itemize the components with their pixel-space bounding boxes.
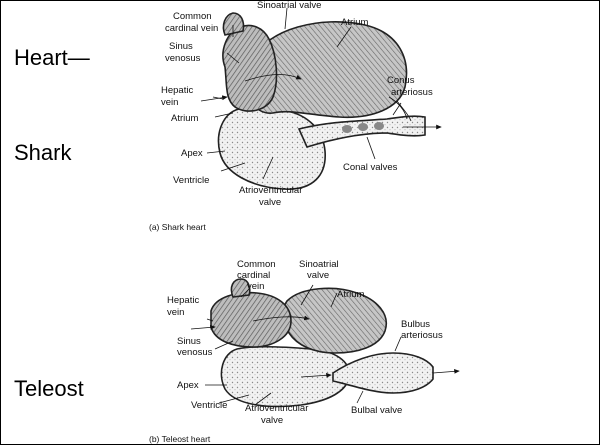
shark-hepatic-vein-label-2: vein: [161, 97, 178, 108]
shark-common-cardinal-vein-label-1: Common: [173, 11, 212, 22]
teleost-atrium-label: Atrium: [337, 289, 365, 300]
teleost-sinus-venosus-shape: [211, 293, 291, 347]
shark-heart: Common cardinal vein Sinoatrial valve At…: [149, 1, 441, 232]
shark-atrium-top-label: Atrium: [341, 17, 369, 28]
teleost-hepatic-vein-label-1: Hepatic: [167, 295, 199, 306]
teleost-sinoatrial-valve-label-2: valve: [307, 270, 329, 281]
teleost-sinus-venosus-label-1: Sinus: [177, 336, 201, 347]
teleost-sinus-venosus-label-2: venosus: [177, 347, 213, 358]
teleost-apex-label: Apex: [177, 380, 199, 391]
shark-hepatic-vein-label-1: Hepatic: [161, 85, 193, 96]
teleost-sinoatrial-valve-label-1: Sinoatrial: [299, 259, 339, 270]
teleost-common-cardinal-vein-label-3: vein: [247, 281, 264, 292]
teleost-common-cardinal-vein-label-2: cardinal: [237, 270, 270, 281]
shark-ventricle-label: Ventricle: [173, 175, 209, 186]
shark-caption: (a) Shark heart: [149, 222, 206, 232]
teleost-caption: (b) Teleost heart: [149, 434, 211, 444]
shark-conus-shape: [299, 116, 425, 147]
shark-cardinal-vein-shape: [223, 13, 243, 35]
shark-apex-label: Apex: [181, 148, 203, 159]
shark-sinoatrial-valve-label: Sinoatrial valve: [257, 1, 321, 11]
shark-ventricle-shape: [219, 107, 326, 189]
shark-conus-label-1: Conus: [387, 75, 415, 86]
shark-common-cardinal-vein-label-2: cardinal vein: [165, 23, 218, 34]
teleost-heart: Common cardinal vein Sinoatrial valve At…: [149, 259, 459, 444]
teleost-bulbal-valve-label: Bulbal valve: [351, 405, 402, 416]
teleost-av-valve-label-1: Atrioventricular: [245, 403, 308, 414]
shark-av-valve-label-1: Atrioventricular: [239, 185, 302, 196]
teleost-av-valve-label-2: valve: [261, 415, 283, 426]
shark-sinus-venosus-shape: [223, 26, 277, 112]
shark-conus-label-2: arteriosus: [391, 87, 433, 98]
teleost-bulbus-label-1: Bulbus: [401, 319, 430, 330]
shark-sinus-venosus-label-2: venosus: [165, 53, 201, 64]
teleost-ventricle-label: Ventricle: [191, 400, 227, 411]
shark-av-valve-label-2: valve: [259, 197, 281, 208]
teleost-hepatic-vein-label-2: vein: [167, 307, 184, 318]
shark-atrium-left-label: Atrium: [171, 113, 199, 124]
shark-sinus-venosus-label-1: Sinus: [169, 41, 193, 52]
shark-conal-valves-label: Conal valves: [343, 162, 398, 173]
teleost-common-cardinal-vein-label-1: Common: [237, 259, 276, 270]
teleost-bulbus-shape: [333, 353, 433, 393]
teleost-bulbus-label-2: arteriosus: [401, 330, 443, 341]
